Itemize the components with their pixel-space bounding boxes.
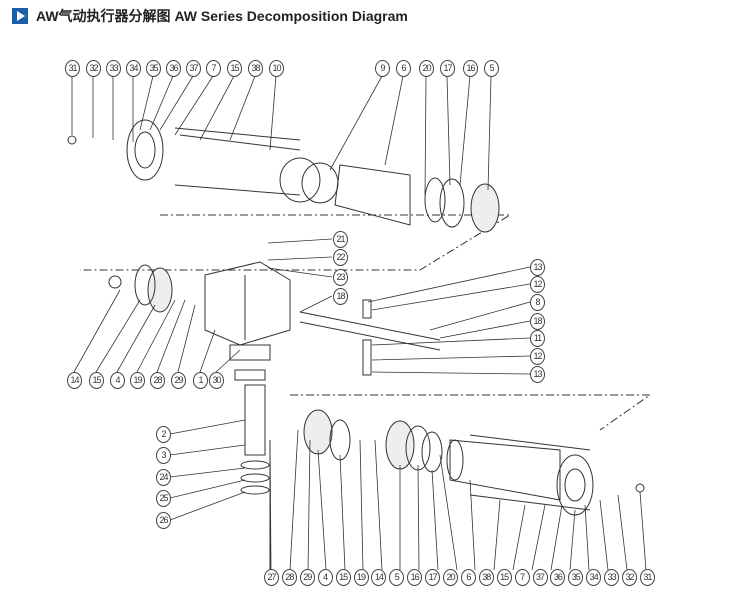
callout-top: 32: [86, 60, 101, 77]
top-cylinder-assembly: [67, 119, 500, 233]
callout-bottom: 20: [443, 569, 458, 586]
callout-top: 36: [166, 60, 181, 77]
callout-top: 9: [375, 60, 390, 77]
callout-bottom: 34: [586, 569, 602, 586]
callout-bottom: 6: [460, 569, 476, 586]
callout-middle: 21: [333, 231, 348, 248]
callout-bottom: 15: [496, 569, 512, 586]
top-dash-frame: [80, 214, 652, 431]
callout-top: 6: [396, 60, 411, 77]
callout-left: 30: [209, 372, 224, 389]
play-icon: [12, 8, 28, 24]
callout-top: 15: [227, 60, 242, 77]
callout-bottom: 16: [407, 569, 423, 586]
callout-top: 35: [146, 60, 161, 77]
callout-bottom: 27: [264, 569, 279, 586]
callout-right: 12: [530, 276, 545, 293]
callout-left: 15: [89, 372, 104, 389]
callout-bottom: 37: [532, 569, 548, 586]
bottom-cylinder-assembly: [303, 409, 645, 516]
callout-stem: 26: [156, 512, 171, 529]
callout-right: 18: [530, 313, 545, 330]
callout-top: 17: [440, 60, 455, 77]
callout-bottom: 28: [281, 569, 297, 586]
callout-middle: 22: [333, 249, 348, 266]
callout-right: 13: [530, 366, 545, 383]
callout-left: 29: [171, 372, 186, 389]
title-text: AW气动执行器分解图 AW Series Decomposition Diagr…: [36, 8, 408, 24]
callout-bottom: 35: [568, 569, 584, 586]
callout-bottom: 33: [604, 569, 620, 586]
callout-left: 14: [67, 372, 82, 389]
callout-bottom: 36: [550, 569, 566, 586]
callout-top: 34: [126, 60, 141, 77]
callout-top: 16: [463, 60, 478, 77]
callout-bottom: 31: [639, 569, 655, 586]
callout-right: 8: [530, 294, 545, 311]
callout-middle: 23: [333, 269, 348, 286]
callout-bottom: 38: [478, 569, 494, 586]
callout-top: 20: [419, 60, 434, 77]
callout-top: 37: [186, 60, 201, 77]
callout-stem: 24: [156, 469, 171, 486]
callout-right: 13: [530, 259, 545, 276]
callout-bottom: 17: [425, 569, 441, 586]
callout-top: 5: [484, 60, 499, 77]
leader-lines: [71, 75, 647, 571]
callout-bottom: 14: [371, 569, 387, 586]
callout-bottom: 19: [353, 569, 369, 586]
callout-right: 12: [530, 348, 545, 365]
callout-stem: 25: [156, 490, 171, 507]
callout-bottom: 4: [317, 569, 333, 586]
callout-stem: 3: [156, 447, 171, 464]
callout-top: 38: [248, 60, 263, 77]
callout-left: 19: [130, 372, 145, 389]
callout-top: 7: [206, 60, 221, 77]
callout-bottom: 32: [622, 569, 637, 586]
callout-top: 31: [65, 60, 80, 77]
callout-top: 10: [269, 60, 284, 77]
callout-bottom: 15: [335, 569, 351, 586]
callout-top: 33: [106, 60, 121, 77]
callout-bottom: 5: [389, 569, 405, 586]
callout-left: 1: [193, 372, 208, 389]
callout-middle: 18: [333, 288, 348, 305]
diagram-title: AW气动执行器分解图 AW Series Decomposition Diagr…: [12, 6, 408, 26]
callout-right: 11: [530, 330, 545, 347]
callout-bottom: 7: [514, 569, 530, 586]
callout-left: 28: [150, 372, 165, 389]
callout-stem: 2: [156, 426, 171, 443]
body-assembly: [108, 261, 441, 570]
callout-left: 4: [110, 372, 125, 389]
callout-bottom: 29: [299, 569, 315, 586]
